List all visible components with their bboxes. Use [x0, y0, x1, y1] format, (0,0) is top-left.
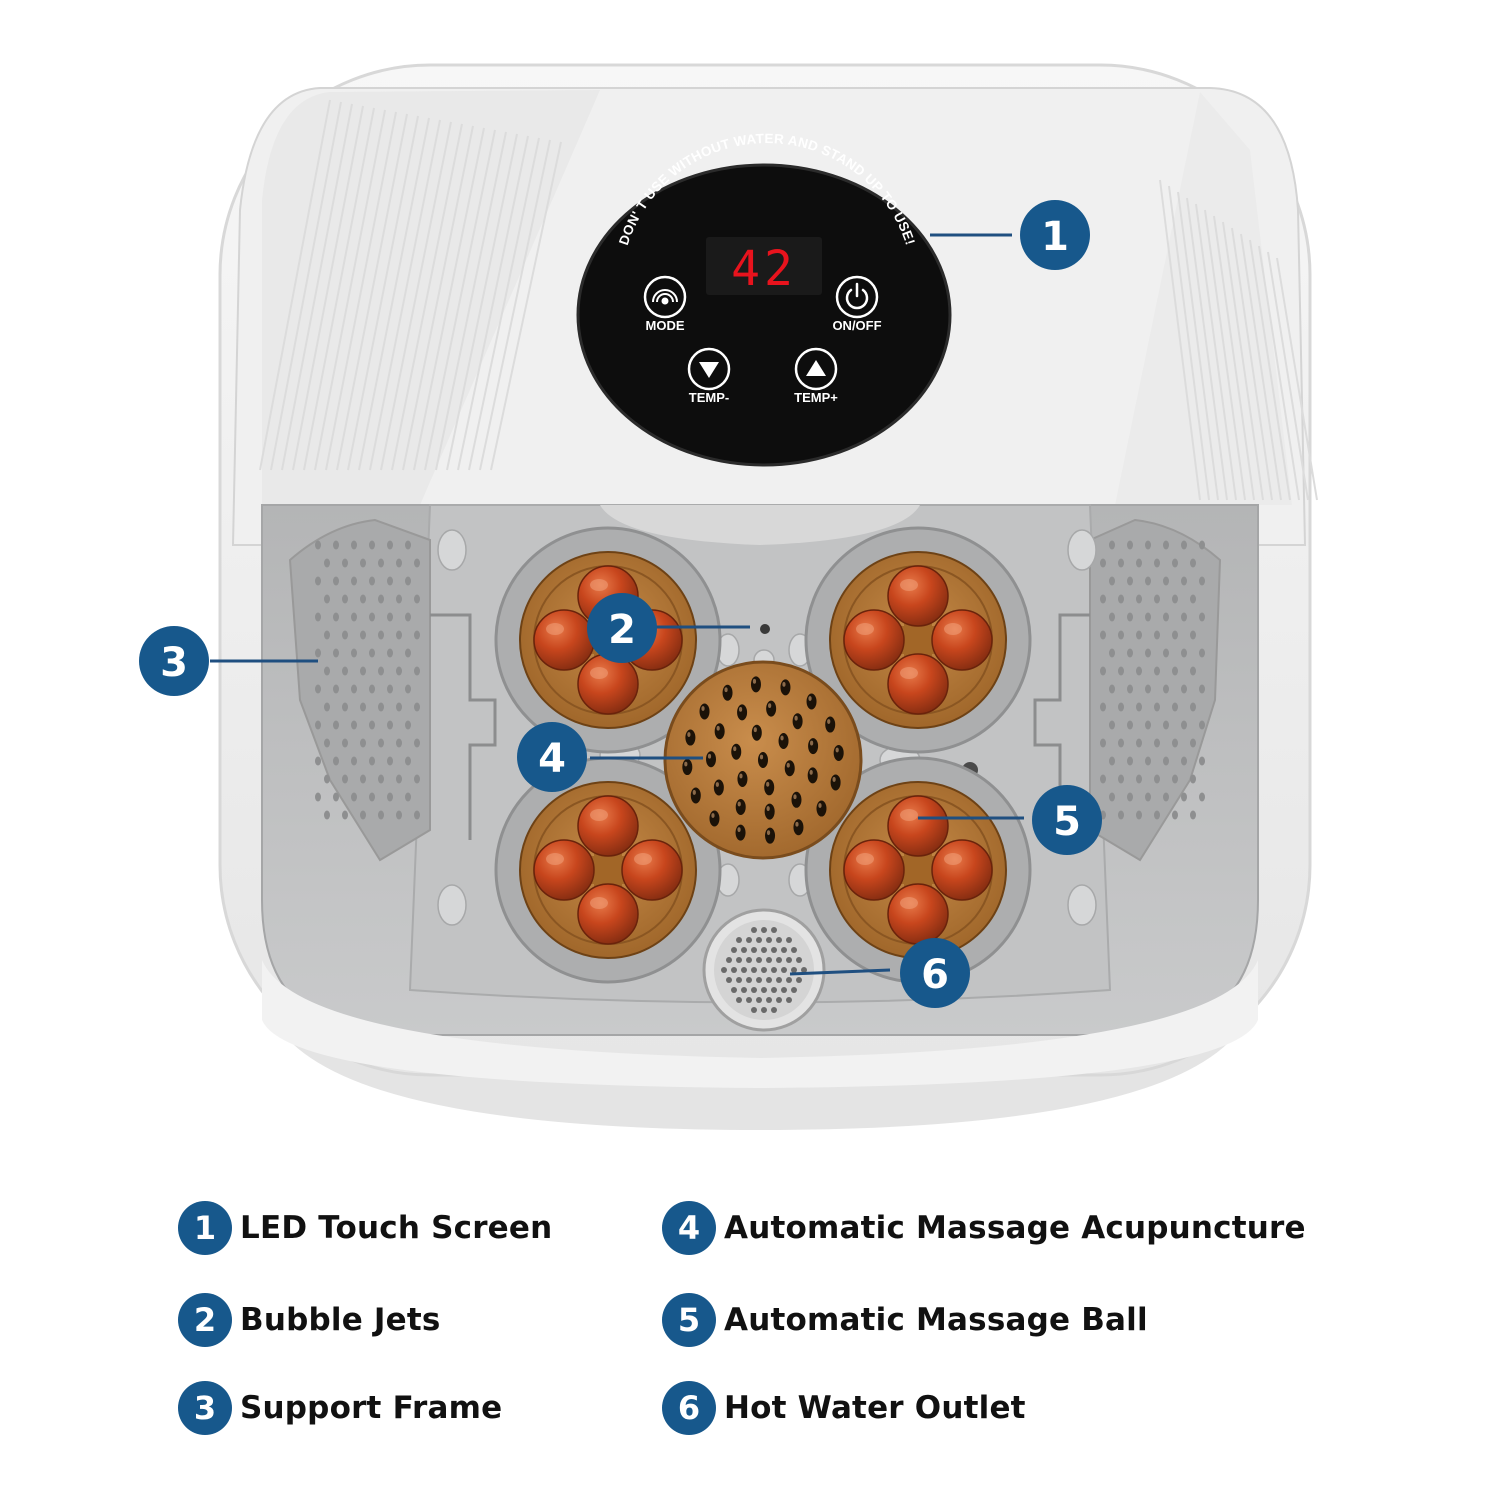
legend-label: Hot Water Outlet — [724, 1390, 1026, 1426]
svg-text:2: 2 — [608, 607, 636, 653]
massage-roller-unit — [829, 781, 1007, 959]
support-frame-right — [1089, 518, 1222, 862]
massage-ball — [533, 609, 595, 671]
legend-item-5: 5 Automatic Massage Ball — [662, 1290, 1148, 1350]
legend-label: Support Frame — [240, 1390, 503, 1426]
massage-ball — [887, 883, 949, 945]
massage-ball — [533, 839, 595, 901]
legend-item-3: 3 Support Frame — [178, 1378, 502, 1438]
massage-ball — [843, 609, 905, 671]
legend-badge: 4 — [662, 1201, 716, 1255]
legend-label: LED Touch Screen — [240, 1210, 553, 1246]
legend-item-1: 1 LED Touch Screen — [178, 1198, 552, 1258]
power-button[interactable]: ON/OFF — [832, 275, 882, 333]
power-icon — [845, 282, 869, 310]
svg-text:3: 3 — [160, 640, 188, 686]
temp-down-label: TEMP- — [689, 390, 729, 405]
massage-roller-unit — [519, 781, 697, 959]
legend-label: Automatic Massage Ball — [724, 1302, 1148, 1338]
support-frame-left — [288, 518, 431, 862]
on-off-label: ON/OFF — [832, 318, 881, 333]
hot-water-outlet — [702, 908, 826, 1032]
massage-rollers — [519, 551, 1007, 959]
temp-up-button[interactable]: TEMP+ — [794, 347, 838, 405]
svg-text:5: 5 — [1053, 799, 1081, 845]
bubbles-icon — [652, 289, 678, 305]
led-display — [706, 237, 822, 295]
lid-ribs — [259, 99, 1318, 501]
svg-text:1: 1 — [1041, 214, 1069, 260]
legend-item-2: 2 Bubble Jets — [178, 1290, 441, 1350]
mode-button[interactable]: MODE — [643, 275, 687, 333]
triangle-up-icon — [806, 360, 826, 376]
callout-4: 4 — [517, 722, 587, 792]
massage-roller-unit — [829, 551, 1007, 729]
callout-6: 6 — [900, 938, 970, 1008]
leader-lines — [210, 233, 1024, 976]
temp-down-button[interactable]: TEMP- — [687, 347, 731, 405]
massage-ball — [577, 653, 639, 715]
led-value: 42 — [731, 241, 797, 297]
massage-ball — [843, 839, 905, 901]
legend-item-4: 4 Automatic Massage Acupuncture — [662, 1198, 1306, 1258]
temp-up-label: TEMP+ — [794, 390, 838, 405]
legend-label: Automatic Massage Acupuncture — [724, 1210, 1306, 1246]
acupuncture-plate — [663, 660, 863, 860]
legend-badge: 2 — [178, 1293, 232, 1347]
leader-line-6 — [789, 968, 891, 976]
massage-ball — [887, 565, 949, 627]
mode-label: MODE — [646, 318, 685, 333]
massage-ball — [887, 653, 949, 715]
legend-item-6: 6 Hot Water Outlet — [662, 1378, 1026, 1438]
legend-badge: 5 — [662, 1293, 716, 1347]
legend-badge: 6 — [662, 1381, 716, 1435]
svg-text:4: 4 — [538, 736, 566, 782]
callout-2: 2 — [587, 593, 657, 663]
massage-ball — [577, 883, 639, 945]
legend-label: Bubble Jets — [240, 1302, 441, 1338]
massage-ball — [887, 795, 949, 857]
massage-ball — [931, 839, 993, 901]
legend-badge: 1 — [178, 1201, 232, 1255]
callout-1: 1 — [1020, 200, 1090, 270]
callout-badges: 1 2 3 4 5 6 — [139, 200, 1102, 1008]
callout-5: 5 — [1032, 785, 1102, 855]
legend-badge: 3 — [178, 1381, 232, 1435]
svg-text:6: 6 — [921, 952, 949, 998]
massage-ball — [931, 609, 993, 671]
triangle-down-icon — [699, 362, 719, 378]
massage-ball — [577, 795, 639, 857]
massage-ball — [621, 839, 683, 901]
callout-3: 3 — [139, 626, 209, 696]
